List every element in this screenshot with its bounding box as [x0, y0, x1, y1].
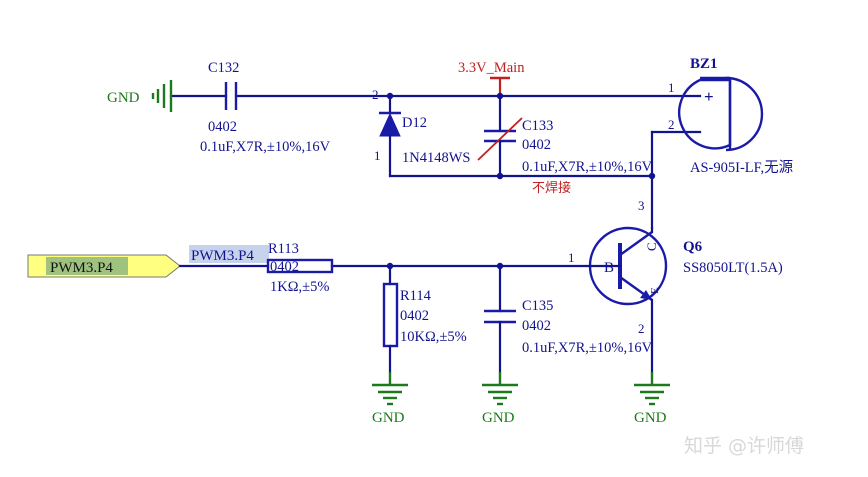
- q6-e: E: [649, 287, 661, 294]
- d12-part: 1N4148WS: [402, 150, 470, 166]
- r113-ref: R113: [268, 241, 299, 257]
- gnd-symbol-q6: GND: [634, 372, 670, 426]
- r114-value: 10KΩ,±5%: [400, 329, 467, 345]
- c132-value: 0.1uF,X7R,±10%,16V: [200, 139, 331, 155]
- bz1-pin2: 2: [668, 117, 675, 132]
- bz1-buzzer: + BZ1 1 2 AS-905I-LF,无源: [650, 56, 794, 178]
- c132-ref: C132: [208, 60, 239, 76]
- q6-c: C: [644, 242, 659, 251]
- watermark: 知乎 @许师傅: [684, 435, 804, 457]
- power-label: 3.3V_Main: [458, 60, 525, 76]
- pwm-port: PWM3.P4: [27, 254, 181, 278]
- c135-package: 0402: [522, 318, 551, 334]
- power-port-3v3: 3.3V_Main: [458, 60, 525, 96]
- c133-value: 0.1uF,X7R,±10%,16V: [522, 159, 653, 175]
- q6-b: B: [604, 260, 614, 276]
- d12-ref: D12: [402, 115, 427, 131]
- net-label: PWM3.P4: [191, 248, 254, 264]
- q6-transistor: B C E 1 3 2 Q6 SS8050LT(1.5A): [498, 174, 783, 374]
- gnd-left-label: GND: [107, 90, 140, 106]
- q6-pin-b: 1: [568, 250, 575, 265]
- q6-pin-e: 2: [638, 321, 645, 336]
- q6-pin-c: 3: [638, 198, 645, 213]
- c133-ref: C133: [522, 118, 553, 134]
- bz1-pin1: 1: [668, 80, 675, 95]
- d12-diode: 2 1 D12 1N4148WS: [372, 87, 654, 178]
- bz1-part: AS-905I-LF,无源: [690, 159, 794, 176]
- c135-ref: C135: [522, 298, 553, 314]
- net-label-bg: [189, 245, 269, 263]
- d12-pin2: 2: [372, 87, 379, 102]
- c135-capacitor: C135 0402 0.1uF,X7R,±10%,16V: [484, 264, 653, 374]
- c133-package: 0402: [522, 137, 551, 153]
- gnd-symbol-r114: GND: [372, 372, 408, 426]
- pwm-port-label: PWM3.P4: [50, 260, 113, 276]
- bz1-plus: +: [704, 87, 714, 106]
- c133-capacitor: C133 0402 0.1uF,X7R,±10%,16V 不焊接: [477, 94, 653, 196]
- r114-ref: R114: [400, 288, 432, 304]
- r113-value: 1KΩ,±5%: [270, 279, 329, 295]
- c133-note: 不焊接: [532, 180, 571, 196]
- c135-value: 0.1uF,X7R,±10%,16V: [522, 340, 653, 356]
- gnd-symbol-left: GND: [107, 80, 173, 112]
- c132-capacitor: C132 0402 0.1uF,X7R,±10%,16V: [200, 60, 331, 155]
- c132-package: 0402: [208, 119, 237, 135]
- gnd-label: GND: [634, 410, 667, 426]
- r114-package: 0402: [400, 308, 429, 324]
- r113-resistor: R113 0402 1KΩ,±5%: [266, 241, 334, 295]
- q6-ref: Q6: [683, 239, 703, 255]
- gnd-label: GND: [372, 410, 405, 426]
- r113-package: 0402: [270, 259, 299, 275]
- q6-part: SS8050LT(1.5A): [683, 260, 783, 276]
- r114-resistor: R114 0402 10KΩ,±5%: [382, 264, 467, 374]
- bz1-ref: BZ1: [690, 56, 718, 72]
- d12-pin1: 1: [374, 148, 381, 163]
- gnd-label: GND: [482, 410, 515, 426]
- gnd-symbol-c135: GND: [482, 372, 518, 426]
